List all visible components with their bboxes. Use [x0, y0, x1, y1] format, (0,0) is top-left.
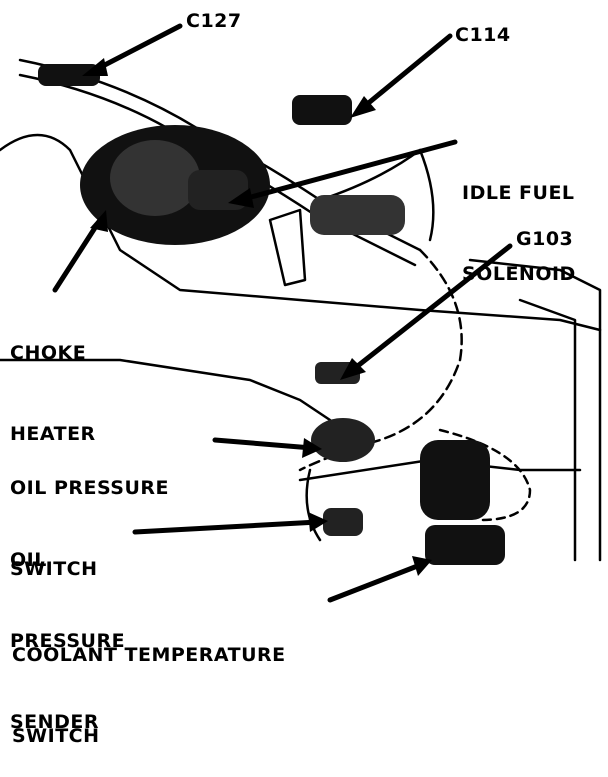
oil-pressure-switch-leader	[212, 437, 315, 451]
oil-pressure-switch-line-2: SWITCH	[10, 558, 98, 580]
choke-heater-label: CHOKE HEATER	[10, 286, 96, 475]
coolant-sensor-cylinder	[420, 440, 490, 520]
oil-pressure-sender-body	[323, 508, 363, 536]
c114-arrowhead	[350, 96, 376, 118]
oil-pressure-sender-arrowhead	[308, 512, 328, 532]
c127-label: C127	[186, 10, 242, 32]
c114-label: C114	[455, 24, 511, 46]
choke-heater-cap	[110, 140, 200, 216]
c114-leader	[357, 33, 453, 113]
coolant-temperature-switch-arrowhead	[412, 556, 432, 576]
oil-pressure-switch-arrowhead	[302, 438, 322, 458]
engine-diagram	[0, 23, 602, 603]
oil-pressure-sender-line-1: OIL	[10, 549, 47, 571]
coolant-temperature-switch-leader	[327, 562, 423, 603]
c127-connector	[38, 64, 100, 86]
g103-leader	[347, 243, 513, 375]
choke-heater-line-1: CHOKE	[10, 342, 87, 364]
g103-arrowhead	[340, 358, 366, 380]
oil-pressure-switch-body	[311, 418, 375, 462]
choke-heater-line-2: HEATER	[10, 423, 96, 445]
choke-heater-arrowhead	[90, 210, 108, 232]
oil-pressure-sender-leader	[132, 519, 321, 535]
engine-block-outline	[0, 133, 602, 332]
valve-cover-edge	[0, 358, 332, 422]
idle-fuel-solenoid-line-2: SOLENOID	[462, 263, 576, 285]
idle-fuel-solenoid-arrowhead	[228, 188, 254, 208]
idle-fuel-solenoid-label: IDLE FUEL SOLENOID	[462, 126, 576, 315]
c127-leader	[92, 23, 183, 73]
mounting-bracket	[268, 208, 307, 287]
idle-fuel-solenoid-line-1: IDLE FUEL	[462, 182, 575, 204]
c114-connector	[292, 95, 352, 125]
coolant-temperature-switch-body	[425, 525, 505, 565]
oil-line	[305, 468, 322, 542]
sensor-hose	[438, 428, 532, 522]
right-housing-inner	[518, 298, 577, 562]
c127-arrowhead	[82, 58, 108, 76]
oil-pressure-switch-line-1: OIL PRESSURE	[10, 477, 170, 499]
right-housing	[468, 258, 602, 562]
g103-label: G103	[516, 228, 574, 250]
choke-heater-leader	[52, 217, 103, 293]
harness-wrap	[310, 195, 405, 235]
coolant-temperature-switch-line-2: SWITCH	[12, 725, 100, 747]
oil-pressure-switch-label: OIL PRESSURE SWITCH	[10, 421, 169, 610]
coolant-temperature-switch-line-1: COOLANT TEMPERATURE	[12, 644, 286, 666]
idle-fuel-solenoid-leader	[237, 139, 458, 203]
coolant-temperature-switch-label: COOLANT TEMPERATURE SWITCH	[12, 588, 286, 777]
